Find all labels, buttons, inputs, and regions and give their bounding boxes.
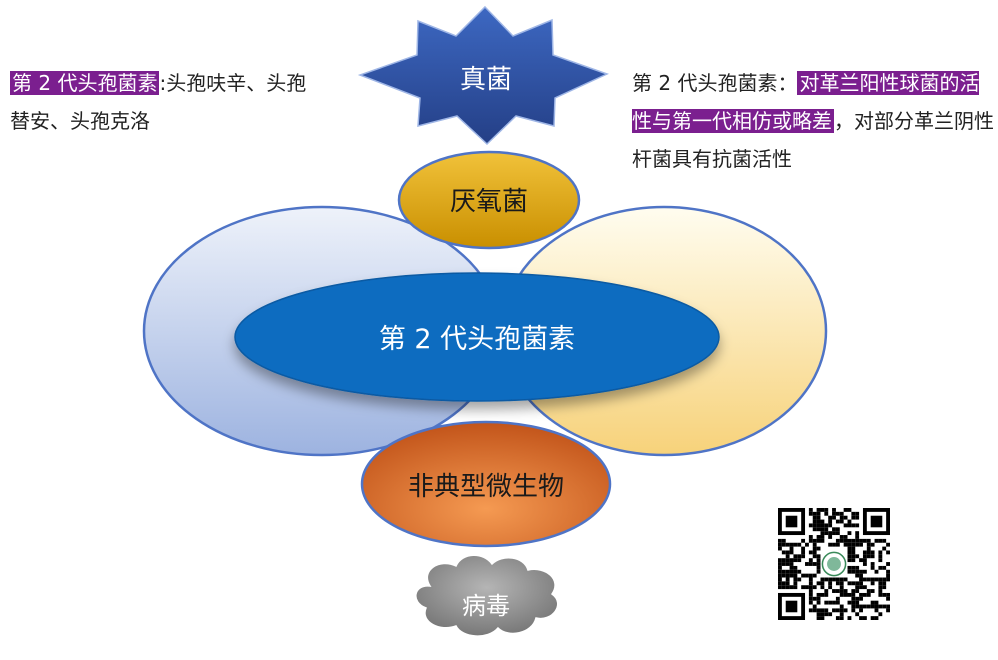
left-note-text: :头孢呋辛、头孢替安、头孢克洛: [10, 71, 307, 133]
atypical-label: 非典型微生物: [408, 472, 564, 502]
anaerobes-label: 厌氧菌: [450, 187, 528, 217]
anaerobes-ellipse: [397, 150, 581, 250]
virus-cloud: [415, 554, 559, 637]
fungi-label: 真菌: [460, 65, 512, 95]
virus-label: 病毒: [462, 592, 510, 620]
qr-code-icon: [778, 508, 890, 620]
center-label: 第 2 代头孢菌素: [379, 324, 575, 355]
right-note: 第 2 代头孢菌素：对革兰阳性球菌的活性与第一代相仿或略差，对部分革兰阴性杆菌具…: [632, 64, 994, 178]
atypical-ellipse: [360, 420, 612, 548]
left-note-highlight: 第 2 代头孢菌素: [10, 71, 160, 95]
right-note-suffix: ，对部分革兰阴性杆菌具有抗菌活性: [632, 109, 994, 171]
right-note-prefix: 第 2 代头孢菌素：: [632, 71, 798, 95]
left-note: 第 2 代头孢菌素:头孢呋辛、头孢替安、头孢克洛: [10, 64, 310, 140]
center-ellipse: [234, 272, 720, 402]
fungi-star: [357, 5, 609, 146]
